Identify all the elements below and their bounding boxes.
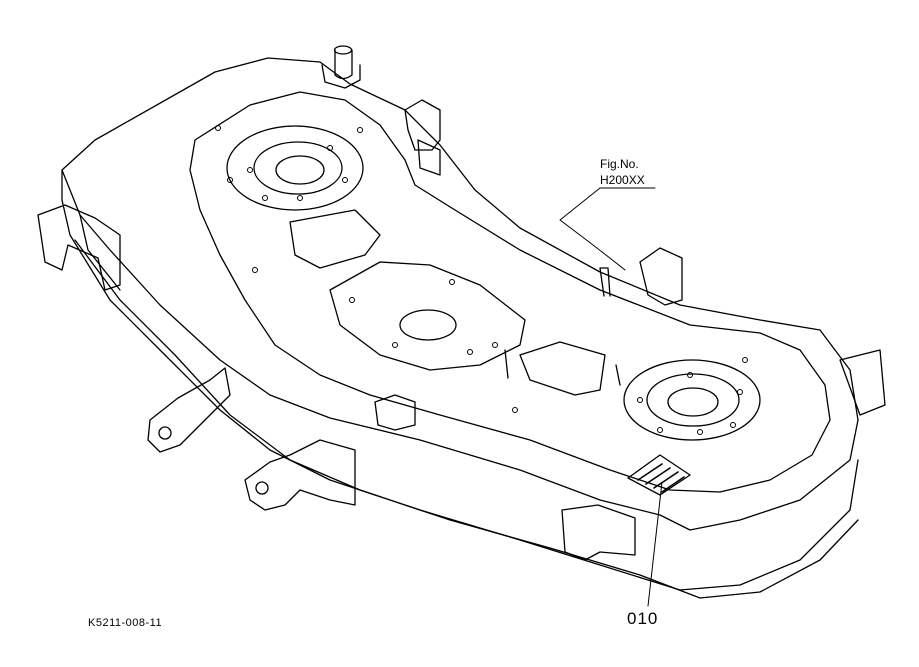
deck-front-skirt-lower [74,239,859,599]
left-pulley-hole [275,155,325,185]
pin-left [504,349,509,379]
bracket-right-side [839,349,886,416]
deck-outer-rim [61,57,859,531]
right-pulley-inner [646,373,740,427]
pin-center [599,267,611,297]
left-pulley-inner [253,141,343,195]
right-pulley-hole [667,387,719,417]
right-window [519,341,606,396]
part-number-callout: 010 [627,609,659,628]
warning-decal [627,454,691,496]
part-callout-leader [647,481,663,607]
deck-skirt-inner [79,214,121,291]
figure-reference-code: H200XX [600,173,645,187]
center-pulley-hole [399,309,457,341]
deck-front-skirt [61,169,859,591]
bracket-front-center [374,394,416,431]
bracket-rear-right [639,247,683,306]
bracket-front-left [244,439,356,511]
top-post [334,49,353,80]
bracket-left-mid [37,204,121,291]
left-pulley-ring [226,125,364,211]
bracket-top-right [404,99,441,176]
bracket-front-right [561,504,636,561]
top-post-base [321,64,361,89]
center-plate-recess [329,261,526,371]
bracket-front-left-hole [255,481,269,495]
right-pulley-ring [623,359,761,441]
figure-ref-leader [559,187,656,271]
deck-top-plate [189,91,831,493]
top-post-cap [333,45,353,55]
pin-right [615,364,621,386]
bracket-left-lower [147,367,231,453]
drawing-id: K5211-008-11 [88,617,163,629]
figure-reference-label: Fig.No. [600,157,639,171]
bracket-left-lower-hole [158,426,172,440]
mounting-holes [215,125,748,435]
left-window [289,209,381,269]
